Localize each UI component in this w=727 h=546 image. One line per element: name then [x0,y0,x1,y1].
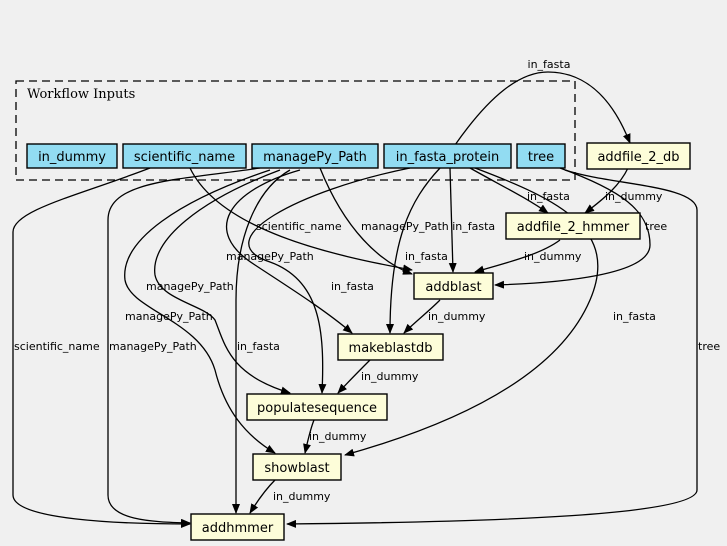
edge-label: in_fasta [331,280,374,293]
step-node-addfile-2-hmmer[interactable]: addfile_2_hmmer [505,212,641,240]
input-node-tree[interactable]: tree [516,143,566,169]
node-label: scientific_name [134,150,235,165]
edge-label: in_dummy [273,490,331,503]
edge-hmmer-to-addblast [474,239,561,274]
input-node-in-dummy[interactable]: in_dummy [26,143,118,169]
edge-managepy-to-makeblastdb [225,169,353,334]
input-node-scientific-name[interactable]: scientific_name [122,143,247,169]
edge-label: scientific_name [256,220,342,233]
step-node-makeblastdb[interactable]: makeblastdb [337,333,444,361]
input-node-managepy-path[interactable]: managePy_Path [251,143,379,169]
edge-label: managePy_Path [226,250,314,263]
workflow-inputs-group: Workflow Inputs [15,80,576,181]
edge-tree-to-addblast [494,167,651,289]
edge-managepy-to-showblast [124,169,276,454]
node-label: in_fasta_protein [396,150,499,165]
edge-label: in_dummy [361,370,419,383]
edge-label: in_fasta [237,340,280,353]
group-title: Workflow Inputs [27,87,135,102]
node-label: in_dummy [38,150,106,165]
edge-label: in_fasta [613,310,656,323]
edge-tree-to-addhmmer [286,169,698,528]
node-label: managePy_Path [263,150,367,165]
node-label: makeblastdb [349,341,433,356]
edge-labels: in_fasta in_fasta in_dummy tree scientif… [14,58,720,503]
edge-label: in_fasta [405,250,448,263]
edge-label: in_dummy [428,310,486,323]
node-label: tree [528,150,554,165]
edges [12,71,698,528]
edge-managepy-to-addhmmer-outer [107,167,261,527]
edge-label: in_fasta [528,58,571,71]
edge-managepy-to-addblast [319,167,413,275]
edge-fasta-to-addblast [448,167,457,273]
edge-label: in_fasta [527,190,570,203]
edge-sciname-to-addhmmer [12,167,191,528]
edge-label: scientific_name [14,340,100,353]
edge-populatesequence-to-showblast [303,419,315,454]
edge-managepy-to-populatesequence [154,169,291,395]
edge-label: in_dummy [605,190,663,203]
node-label: addfile_2_db [597,150,679,165]
step-node-addfile-2-db[interactable]: addfile_2_db [586,142,691,170]
edge-fasta-to-addfile-2-db [454,71,631,146]
step-node-addhmmer[interactable]: addhmmer [190,513,285,541]
input-node-in-fasta-protein[interactable]: in_fasta_protein [383,143,512,169]
edge-showblast-to-addhmmer [249,479,276,514]
node-label: addhmmer [202,521,274,536]
edge-addblast-to-makeblastdb [403,299,441,334]
node-label: addfile_2_hmmer [517,220,630,235]
node-label: addblast [425,280,481,295]
node-label: populatesequence [257,401,377,416]
edge-makeblastdb-to-populatesequence [337,359,371,394]
edge-label: in_dummy [309,430,367,443]
edge-label: in_dummy [524,250,582,263]
edge-fasta-to-showblast [344,167,599,457]
step-node-showblast[interactable]: showblast [252,453,342,481]
edge-label: managePy_Path [125,310,213,323]
edge-fasta-to-populatesequence [248,167,411,394]
edge-label: managePy_Path [109,340,197,353]
edge-label: tree [698,340,720,353]
edge-label: managePy_Path in_fasta [361,220,495,233]
edge-fasta-to-hmmer [469,167,549,214]
step-node-populatesequence[interactable]: populatesequence [246,393,388,421]
step-node-addblast[interactable]: addblast [413,272,494,300]
node-label: showblast [264,461,329,476]
edge-sciname-to-addblast [189,167,413,273]
edge-managepy-to-addhmmer-direct [232,169,291,514]
edge-label: tree [645,220,667,233]
edge-label: managePy_Path [146,280,234,293]
edge-fasta-to-makeblastdb [386,167,441,334]
